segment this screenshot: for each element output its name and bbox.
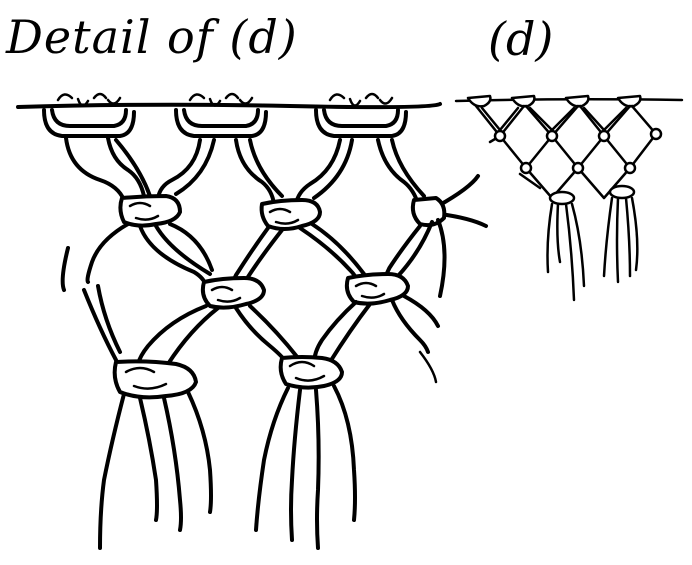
detail-square-knot — [120, 196, 180, 226]
detail-mounting-knot — [176, 94, 266, 136]
detail-square-knot — [347, 274, 408, 304]
overview-fringe — [548, 198, 638, 300]
overview-net — [476, 106, 656, 198]
overview-knots — [495, 129, 661, 204]
detail-square-knot — [281, 357, 342, 388]
detail-mounting-knot — [44, 94, 134, 136]
detail-diagram — [18, 94, 486, 548]
overview-diagram — [456, 96, 682, 300]
detail-square-knot — [203, 278, 264, 308]
detail-mounting-knot — [316, 94, 406, 136]
detail-square-knot — [115, 361, 196, 397]
